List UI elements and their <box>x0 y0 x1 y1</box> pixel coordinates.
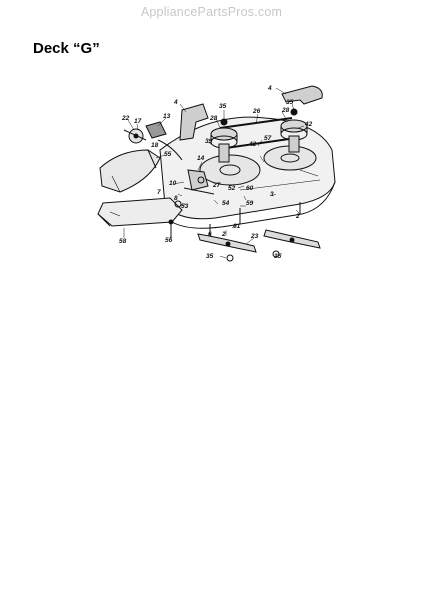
callout-label: 52 <box>228 185 236 192</box>
callout-label: 58 <box>119 238 127 245</box>
belt-guard-left <box>179 103 209 141</box>
callout-label: 55 <box>164 151 172 158</box>
callout-label: 26 <box>252 108 261 115</box>
callout-label: 53 <box>181 203 189 210</box>
belt-guard-right <box>281 85 323 105</box>
callout-label: 35 <box>274 253 282 260</box>
mower-blades <box>197 229 321 262</box>
leader-lines <box>123 87 305 259</box>
callout-labels: 4 4 35 35 26 28 28 22 17 13 18 42 39 42 … <box>119 85 313 260</box>
callout-label: 28 <box>281 107 290 114</box>
callout-label: 54 <box>222 200 230 207</box>
callout-label: 28 <box>209 115 218 122</box>
callout-label: 10 <box>169 180 177 187</box>
callout-label: 18 <box>151 142 159 149</box>
callout-label: 4 <box>267 85 272 92</box>
callout-label: 8 <box>174 195 178 202</box>
callout-label: 6 <box>208 231 212 238</box>
callout-label: 22 <box>121 115 130 122</box>
callout-label: 57 <box>264 135 272 142</box>
discharge-chute <box>99 149 161 193</box>
callout-label: 56 <box>165 237 173 244</box>
callout-label: 14 <box>197 155 205 162</box>
callout-label: 13 <box>163 113 171 120</box>
callout-label: 59 <box>246 200 254 207</box>
callout-label: 60 <box>246 185 254 192</box>
callout-label: 35 <box>219 103 227 110</box>
callout-label: 42 <box>248 141 257 148</box>
idler-assembly <box>123 121 215 195</box>
callout-label: 39 <box>205 138 213 145</box>
callout-label: 61 <box>233 223 241 230</box>
callout-label: 42 <box>304 121 313 128</box>
callout-label: 2 <box>221 231 226 238</box>
callout-label: 3 <box>270 191 274 198</box>
site-watermark: AppliancePartsPros.com <box>140 5 283 19</box>
callout-label: 17 <box>134 118 142 125</box>
callout-label: 2 <box>295 213 300 220</box>
page-title: Deck “G” <box>33 40 100 57</box>
callout-label: 23 <box>250 233 259 240</box>
spindle-pulleys <box>210 108 308 163</box>
callout-label: 35 <box>286 99 294 106</box>
callout-label: 4 <box>173 99 178 106</box>
callout-label: 27 <box>212 182 221 189</box>
callout-label: 7 <box>157 189 161 196</box>
callout-label: 35 <box>206 253 214 260</box>
